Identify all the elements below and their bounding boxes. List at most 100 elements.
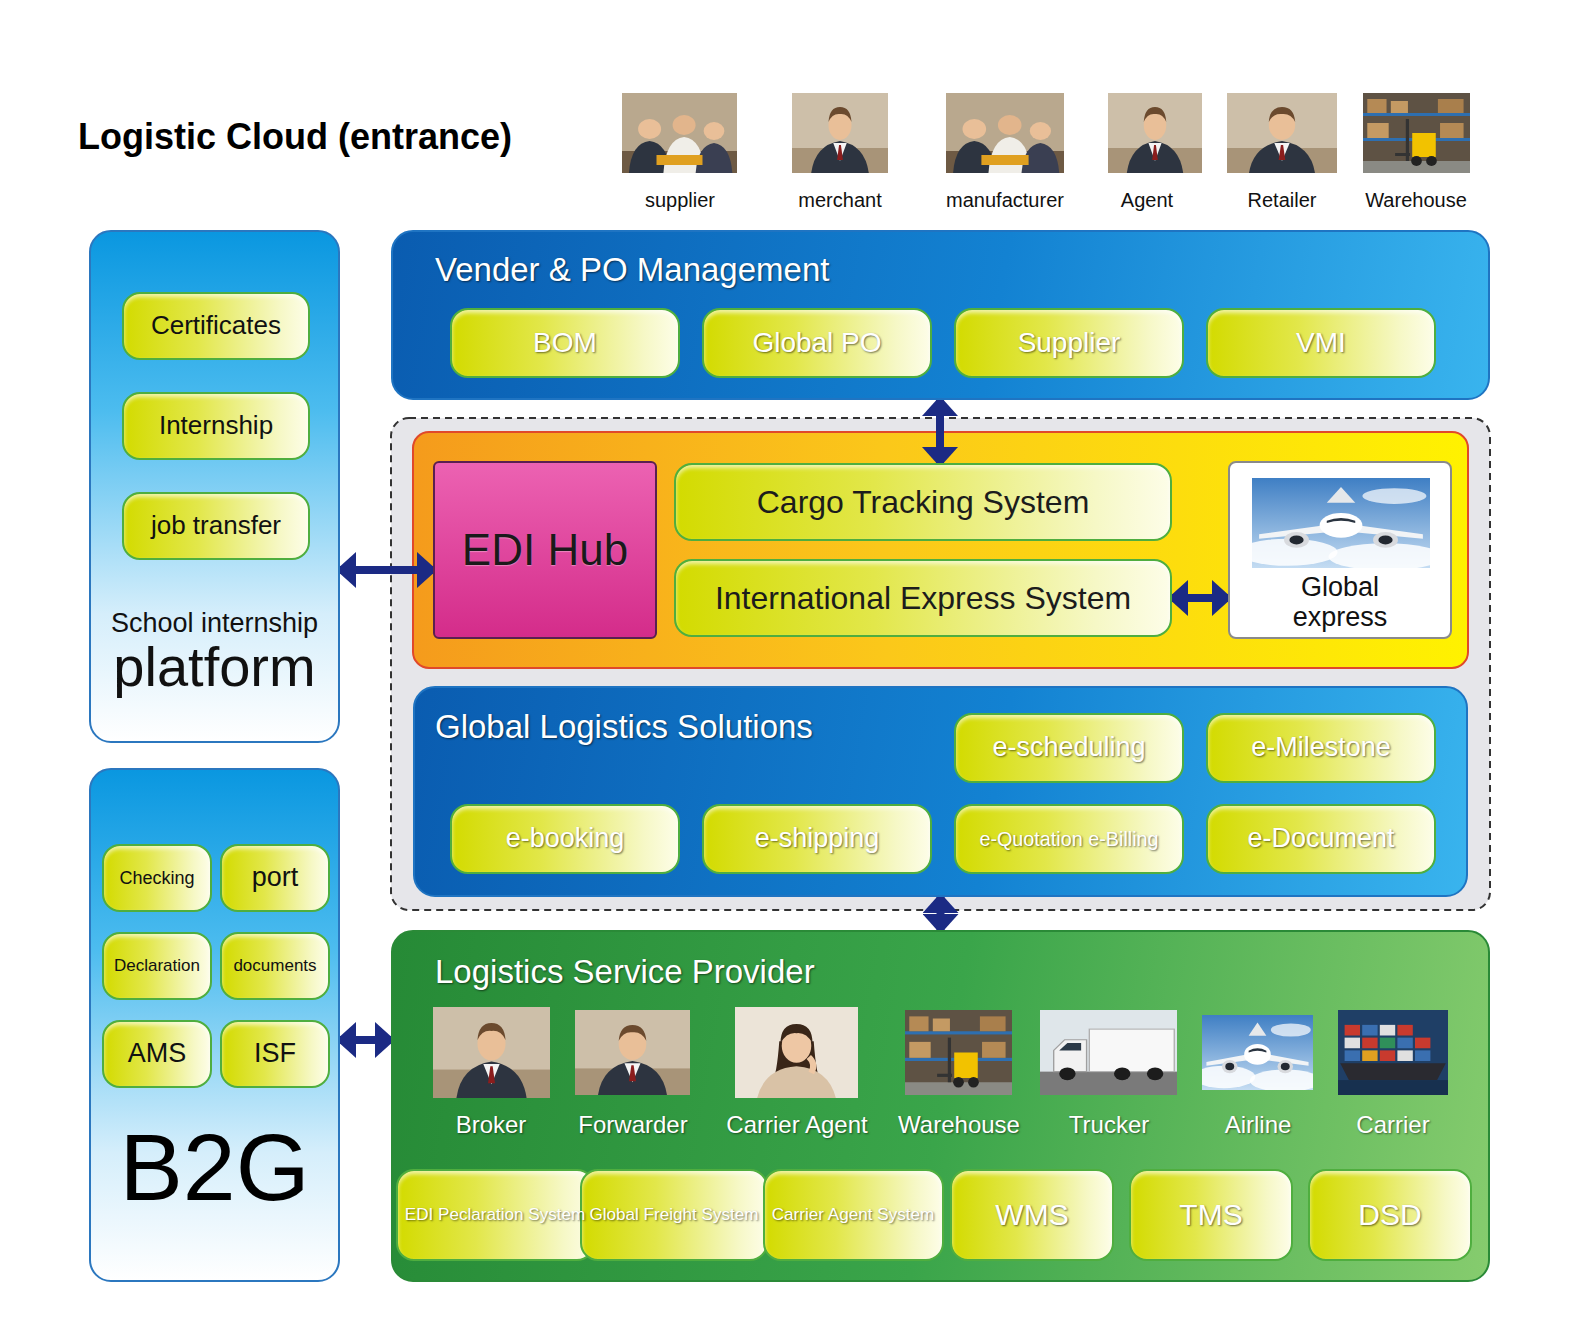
photo-caption: Carrier Agent: [726, 1111, 867, 1138]
orange-panel: [413, 432, 1468, 668]
caption-slot: Warehouse: [1365, 189, 1467, 212]
retailer-photo: [1227, 93, 1337, 173]
double-arrow: [340, 1036, 391, 1044]
box-label: Global express: [1265, 573, 1415, 632]
box-label: EDI Peclaration System: [405, 1201, 586, 1229]
photo-caption: Carrier: [1356, 1111, 1429, 1138]
photo-caption: Airline: [1225, 1111, 1292, 1138]
box-label: WMS: [995, 1198, 1068, 1233]
caption-slot: Forwarder: [578, 1111, 687, 1139]
box-label: e-booking: [506, 823, 625, 854]
module-pill: BOM: [450, 308, 680, 378]
caption-slot: merchant: [798, 189, 881, 212]
module-pill: Supplier: [954, 308, 1184, 378]
double-arrow: [937, 897, 945, 930]
forwarder-photo: [575, 1010, 690, 1095]
section-band: Vender & PO ManagementBOMGlobal POSuppli…: [391, 230, 1490, 400]
photo-caption: Retailer: [1248, 189, 1317, 211]
module-pill: Internship: [122, 392, 310, 460]
module-pill: port: [220, 844, 330, 912]
module-pill: e-shipping: [702, 804, 932, 874]
agent-photo: [1108, 93, 1202, 173]
module-pill: ISF: [220, 1020, 330, 1088]
broker-photo: [433, 1007, 550, 1098]
caption-slot: Trucker: [1069, 1111, 1149, 1139]
service-box: Global express: [1228, 461, 1452, 639]
module-pill: EDI Peclaration System: [396, 1169, 595, 1261]
carrier-agent-photo: [735, 1007, 858, 1098]
caption-slot: Broker: [456, 1111, 527, 1139]
box-label: ISF: [254, 1038, 296, 1069]
diagram-title: Logistic Cloud (entrance): [78, 116, 512, 157]
box-label: e-Quotation e-Billing: [979, 827, 1158, 852]
module-pill: Global Freight System: [580, 1169, 768, 1261]
module-pill: e-Quotation e-Billing: [954, 804, 1184, 874]
caption-slot: manufacturer: [946, 189, 1064, 212]
band-heading: Logistics Service Provider: [435, 953, 1488, 991]
supplier-photo: [622, 93, 737, 173]
module-pill: e-booking: [450, 804, 680, 874]
photo-caption: Agent: [1121, 189, 1173, 211]
module-pill: VMI: [1206, 308, 1436, 378]
panel-title: B2G: [91, 1120, 338, 1215]
box-label: DSD: [1358, 1198, 1421, 1233]
box-label: Declaration: [114, 956, 200, 976]
caption-slot: Carrier Agent: [726, 1111, 867, 1139]
caption-slot: Retailer: [1248, 189, 1317, 212]
double-arrow: [936, 400, 944, 463]
double-arrow: [340, 566, 433, 574]
box-label: job transfer: [151, 511, 281, 541]
photo-caption: Trucker: [1069, 1111, 1149, 1138]
box-label: documents: [233, 956, 316, 976]
caption-slot: Carrier: [1356, 1111, 1429, 1139]
section-band: Logistics Service ProviderEDI Peclaratio…: [391, 930, 1490, 1282]
module-pill: DSD: [1308, 1169, 1472, 1261]
double-arrow: [1172, 594, 1228, 602]
photo-caption: Forwarder: [578, 1111, 687, 1138]
box-label: e-shipping: [755, 823, 880, 854]
photo-caption: merchant: [798, 189, 881, 211]
box-label: Internship: [159, 411, 273, 441]
box-label: port: [252, 862, 299, 893]
box-label: Supplier: [1018, 327, 1121, 359]
ship-photo: [1338, 1010, 1448, 1095]
truck-photo: [1040, 1010, 1177, 1095]
module-pill: Carrier Agent System: [763, 1169, 944, 1261]
box-label: Global Freight System: [589, 1201, 758, 1229]
warehouse-photo: [905, 1010, 1012, 1095]
band-heading: Global Logistics Solutions: [435, 708, 1466, 746]
hub-box: EDI Hub: [433, 461, 657, 639]
box-label: EDI Hub: [462, 525, 628, 575]
caption-slot: Warehouse: [898, 1111, 1020, 1139]
box-label: e-scheduling: [992, 732, 1145, 763]
title-slot: Logistic Cloud (entrance): [78, 116, 512, 158]
box-label: TMS: [1179, 1198, 1242, 1233]
box-label: Cargo Tracking System: [757, 484, 1090, 521]
merchant-photo: [792, 93, 888, 173]
photo-caption: Warehouse: [898, 1111, 1020, 1138]
module-pill: Checking: [102, 844, 212, 912]
box-label: BOM: [533, 327, 597, 359]
box-label: Certificates: [151, 311, 281, 341]
module-pill: e-Document: [1206, 804, 1436, 874]
module-pill: e-scheduling: [954, 713, 1184, 783]
box-label: Carrier Agent System: [772, 1201, 934, 1229]
manufacturer-photo: [946, 93, 1064, 173]
module-pill: e-Milestone: [1206, 713, 1436, 783]
warehouse-photo: [1363, 93, 1470, 173]
caption-slot: supplier: [645, 189, 715, 212]
airplane-photo: [1238, 478, 1443, 570]
module-pill: AMS: [102, 1020, 212, 1088]
photo-caption: Warehouse: [1365, 189, 1467, 211]
photo-caption: Broker: [456, 1111, 527, 1138]
photo-caption: manufacturer: [946, 189, 1064, 211]
side-panel: School internshipplatformCertificatesInt…: [89, 230, 340, 743]
module-pill: documents: [220, 932, 330, 1000]
side-panel: B2G Checking portDeclaration documentsAMS IS…: [89, 768, 340, 1282]
module-pill: Certificates: [122, 292, 310, 360]
module-pill: WMS: [950, 1169, 1114, 1261]
box-label: e-Document: [1247, 823, 1394, 854]
